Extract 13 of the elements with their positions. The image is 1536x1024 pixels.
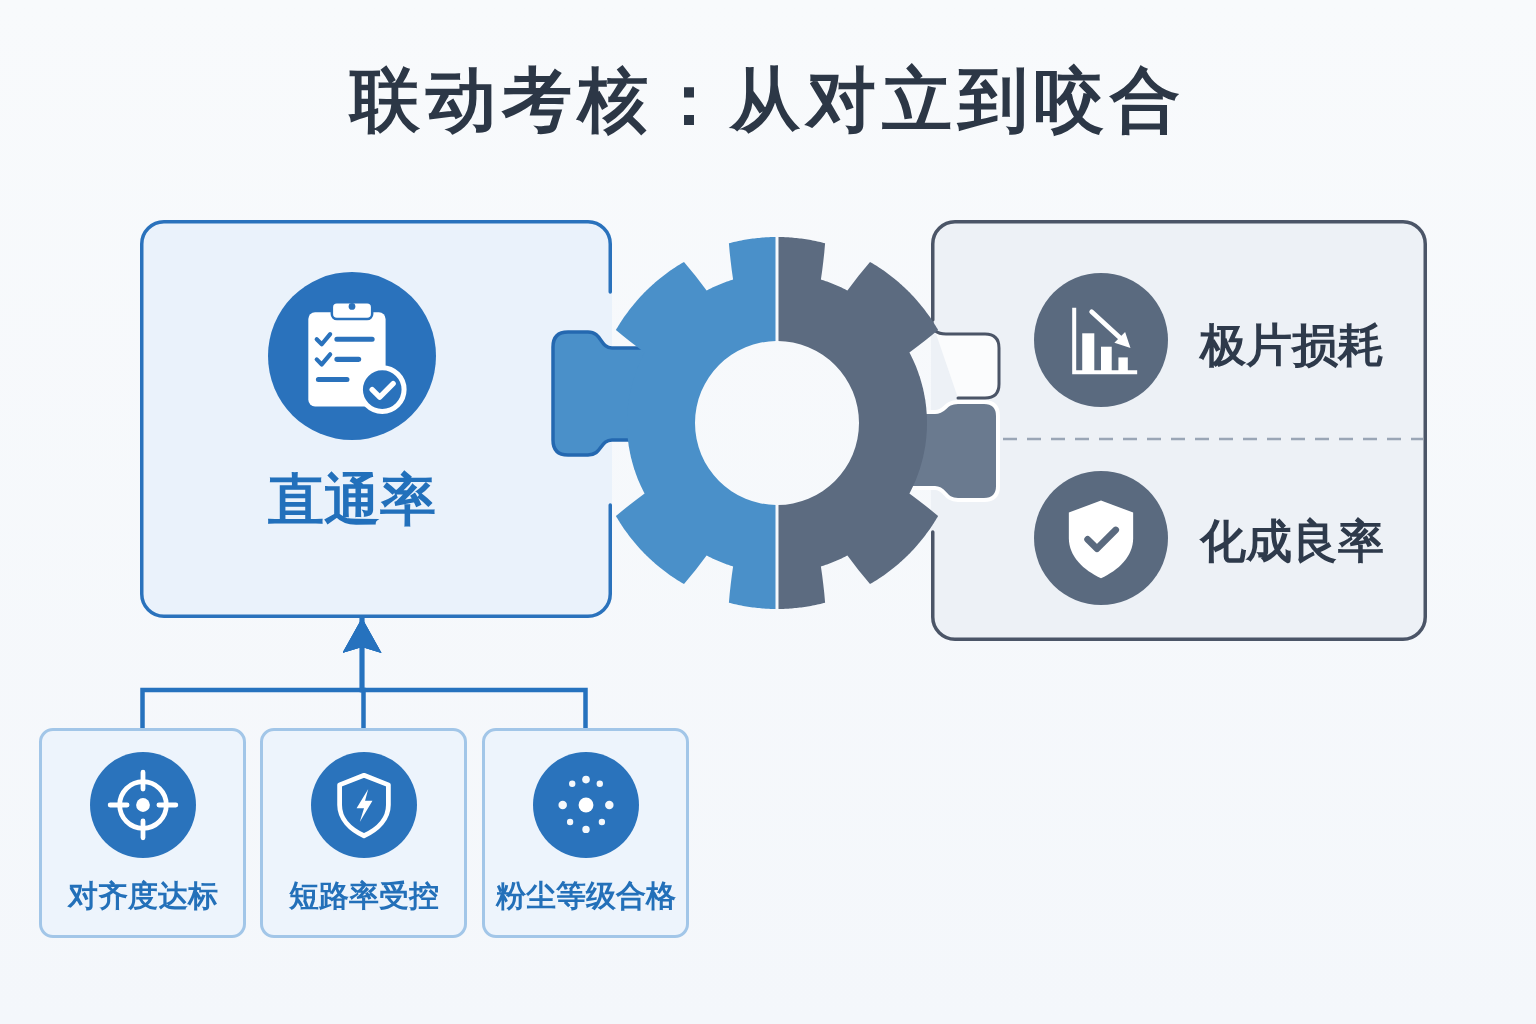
title: 联动考核：从对立到咬合 xyxy=(350,58,1186,143)
card-label: 粉尘等级合格 xyxy=(495,878,676,914)
card-label: 化成良率 xyxy=(1200,514,1384,568)
card-label: 极片损耗 xyxy=(1200,318,1384,372)
factor-card xyxy=(482,728,689,938)
factor-card xyxy=(260,728,467,938)
card-label: 对齐度达标 xyxy=(67,878,218,914)
metric-card xyxy=(140,220,612,618)
factor-card xyxy=(39,728,246,938)
metric-card xyxy=(931,220,1427,641)
connector-arrow xyxy=(342,618,588,728)
card-label: 短路率受控 xyxy=(288,878,439,914)
card-label: 直通率 xyxy=(268,467,436,533)
